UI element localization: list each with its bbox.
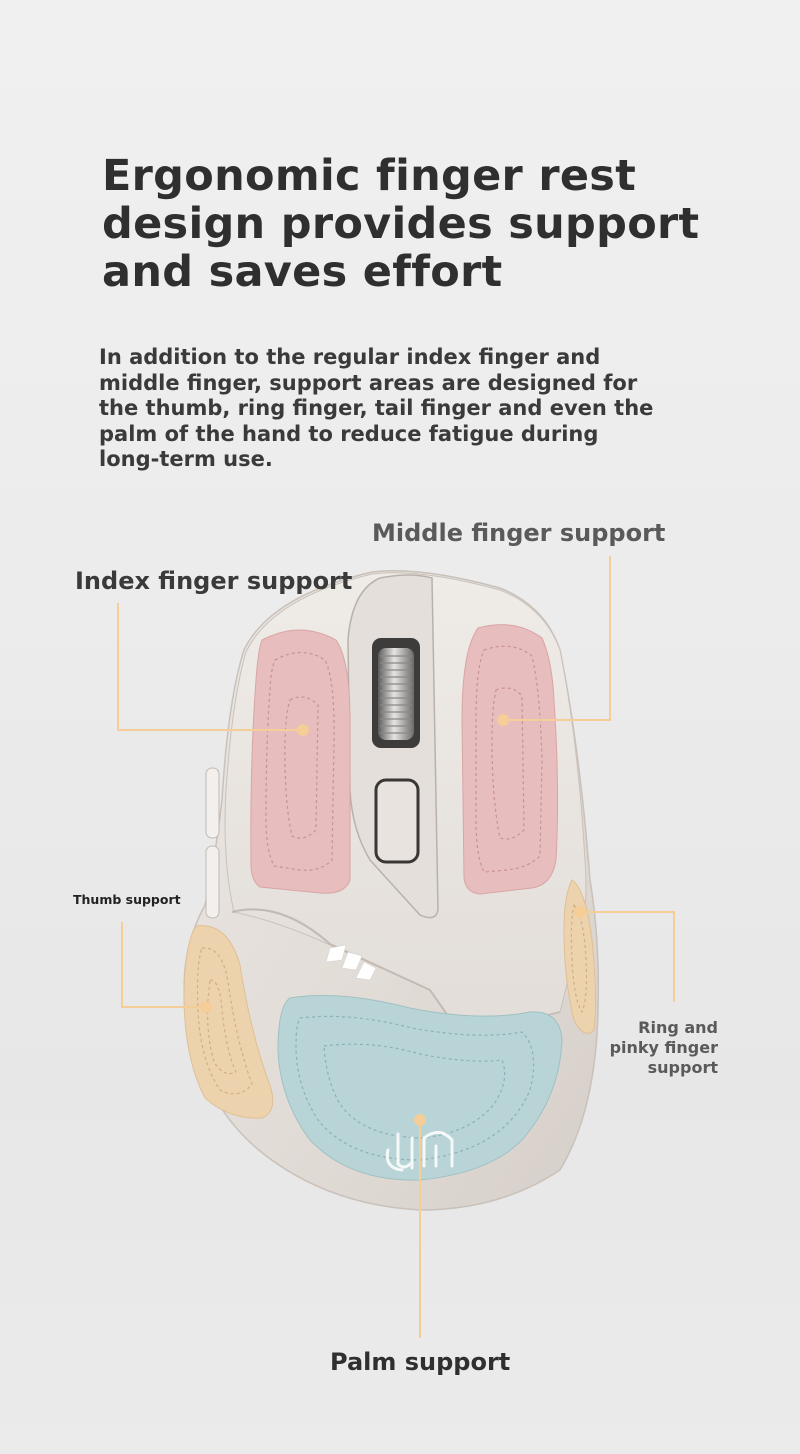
- led-indicators: [325, 944, 377, 981]
- callout-dots: [200, 714, 586, 1126]
- ring-pinky-label: Ring and pinky finger support: [609, 1018, 718, 1077]
- index-finger-pad: [250, 629, 351, 894]
- middle-callout-dot: [497, 714, 509, 726]
- dpi-button: [374, 778, 420, 864]
- headline: Ergonomic finger rest design provides su…: [102, 151, 700, 297]
- palm-callout-dot: [414, 1114, 426, 1126]
- thumb-callout-line: [121, 922, 206, 1008]
- thumb-pad: [183, 925, 274, 1119]
- middle-finger-pad: [461, 624, 559, 895]
- side-button: [205, 767, 220, 839]
- palm-pad: [277, 995, 563, 1181]
- callout-lines: [117, 556, 675, 1338]
- description: In addition to the regular index finger …: [99, 345, 654, 471]
- index-callout-dot: [297, 724, 309, 736]
- palm-label: Palm support: [330, 1348, 511, 1376]
- brand-logo: [385, 1131, 454, 1172]
- thumb-callout-dot: [200, 1001, 212, 1013]
- index-finger-label: Index finger support: [75, 567, 353, 595]
- middle-finger-label: Middle finger support: [372, 519, 666, 547]
- ring-callout-line: [580, 911, 675, 1002]
- middle-callout-line: [503, 556, 611, 721]
- side-button: [205, 845, 220, 919]
- thumb-label: Thumb support: [73, 892, 181, 907]
- front-ridge: [231, 908, 463, 1037]
- index-callout-line: [117, 603, 303, 731]
- scroll-wheel: [372, 638, 420, 748]
- ring-callout-dot: [574, 906, 586, 918]
- ring-pinky-pad: [563, 879, 597, 1034]
